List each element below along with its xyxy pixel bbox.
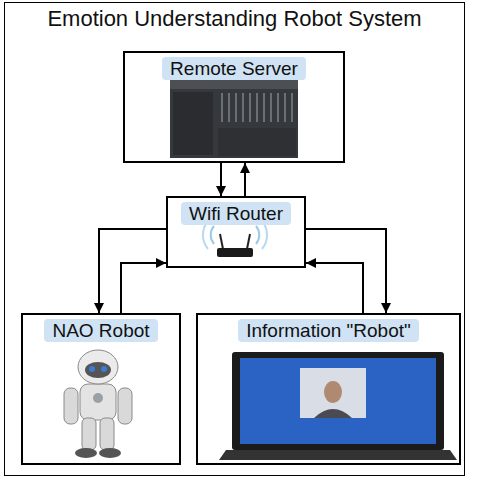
laptop-base <box>219 450 457 460</box>
robot-body <box>80 384 116 420</box>
component-label: NAO Robot <box>44 319 157 342</box>
data-link-arrow <box>121 263 166 313</box>
vent <box>277 93 279 122</box>
system-frame: Emotion Understanding Robot SystemRemote… <box>4 2 465 476</box>
data-link-arrow <box>244 163 246 196</box>
server-case <box>170 80 298 158</box>
robot-eye <box>101 366 107 372</box>
data-link-arrow <box>220 163 222 196</box>
person-face <box>324 381 342 403</box>
antenna <box>220 234 223 249</box>
laptop-bezel <box>232 352 444 450</box>
robot-arm <box>118 388 132 424</box>
vent <box>270 93 272 122</box>
vent <box>242 93 244 122</box>
router-icon <box>203 221 267 257</box>
data-link-arrow <box>306 263 363 313</box>
server-photo <box>170 80 298 158</box>
vent <box>291 93 293 122</box>
vent <box>284 93 286 122</box>
server-panel <box>218 128 296 156</box>
component-label: Information "Robot" <box>238 319 419 342</box>
wifi-arc <box>256 226 259 244</box>
server-vents <box>222 93 292 122</box>
robot-chest <box>93 393 103 403</box>
robot-eye <box>89 366 95 372</box>
component-label: Remote Server <box>162 57 306 80</box>
vent <box>256 93 258 122</box>
laptop-screen <box>240 358 436 444</box>
wifi-arc <box>211 226 214 244</box>
vent <box>235 93 237 122</box>
vent <box>263 93 265 122</box>
wifi-arc <box>262 221 267 249</box>
robot-box: NAO Robot <box>21 313 181 465</box>
robot-arm <box>64 388 78 424</box>
server-front <box>173 92 213 155</box>
server-box: Remote Server <box>123 51 345 163</box>
robot-leg <box>100 418 114 450</box>
robot-foot <box>99 448 121 458</box>
router-box: Wifi Router <box>166 196 306 268</box>
diagram-heading: Emotion Understanding Robot System <box>47 6 421 32</box>
person-shoulders <box>314 409 352 418</box>
router-body <box>217 248 253 257</box>
laptop-box: Information "Robot" <box>196 313 461 465</box>
robot-head <box>78 350 118 384</box>
vent <box>249 93 251 122</box>
data-link-arrow <box>306 229 386 313</box>
vent <box>228 93 230 122</box>
data-link-arrow <box>99 229 166 313</box>
server-top <box>170 80 298 89</box>
nao-robot-photo <box>64 350 132 458</box>
robot-foot <box>75 448 97 458</box>
wifi-arc <box>203 221 208 249</box>
robot-face <box>85 362 111 378</box>
component-label: Wifi Router <box>181 202 291 225</box>
vent <box>221 93 223 122</box>
video-window <box>300 368 366 418</box>
laptop-photo <box>219 352 457 460</box>
robot-leg <box>82 418 96 450</box>
antenna <box>247 234 250 249</box>
